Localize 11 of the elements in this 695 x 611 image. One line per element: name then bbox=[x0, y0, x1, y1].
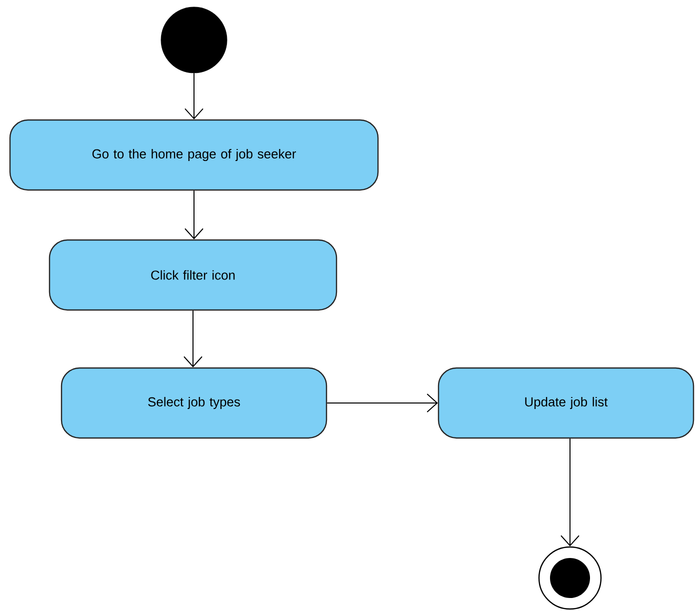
action-box: Select job types bbox=[60, 367, 328, 439]
end-circle bbox=[538, 546, 602, 610]
action-box: Update job list bbox=[438, 367, 694, 439]
arrow bbox=[184, 72, 204, 120]
action-box: Click filter icon bbox=[48, 239, 338, 311]
arrow bbox=[184, 190, 204, 240]
arrow bbox=[326, 394, 438, 412]
action-box: Go to the home page of job seeker bbox=[9, 119, 379, 191]
start-circle bbox=[160, 6, 228, 74]
arrow bbox=[560, 438, 580, 546]
arrow bbox=[184, 310, 202, 368]
